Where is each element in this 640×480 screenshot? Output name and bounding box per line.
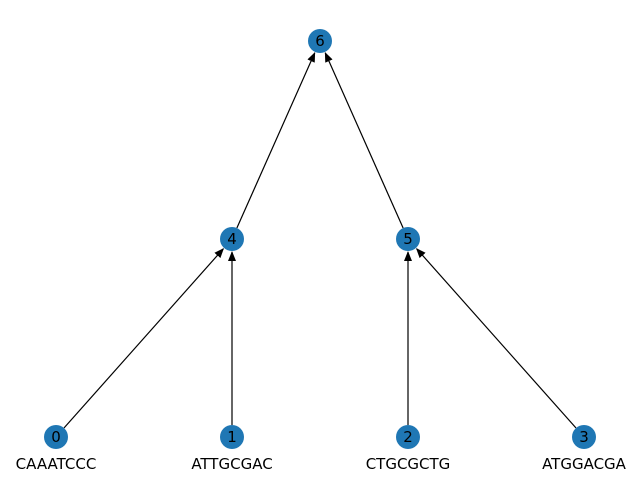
- node-4: 4: [220, 227, 244, 251]
- node-circle-5: [396, 227, 420, 251]
- node-label-3: 3: [579, 428, 589, 446]
- sequence-label-0: CAAATCCC: [16, 455, 97, 473]
- node-label-2: 2: [403, 428, 413, 446]
- sequence-label-2: CTGCGCTG: [366, 455, 451, 473]
- node-label-5: 5: [403, 230, 413, 248]
- node-label-0: 0: [51, 428, 61, 446]
- node-circle-2: [396, 425, 420, 449]
- node-label-6: 6: [315, 32, 325, 50]
- node-label-1: 1: [227, 428, 237, 446]
- sequence-label-3: ATGGACGA: [542, 455, 627, 473]
- edge-4-to-6: [236, 51, 316, 229]
- edge-3-to-5: [415, 247, 577, 429]
- node-circle-1: [220, 425, 244, 449]
- sequence-label-1: ATTGCGAC: [191, 455, 272, 473]
- node-circle-0: [44, 425, 68, 449]
- edge-0-to-4: [63, 247, 225, 429]
- node-circle-3: [572, 425, 596, 449]
- node-5: 5: [396, 227, 420, 251]
- node-6: 6: [308, 29, 332, 53]
- edges-layer: [63, 51, 577, 429]
- node-label-4: 4: [227, 230, 237, 248]
- edge-5-to-6: [324, 51, 404, 229]
- node-circle-6: [308, 29, 332, 53]
- node-circle-4: [220, 227, 244, 251]
